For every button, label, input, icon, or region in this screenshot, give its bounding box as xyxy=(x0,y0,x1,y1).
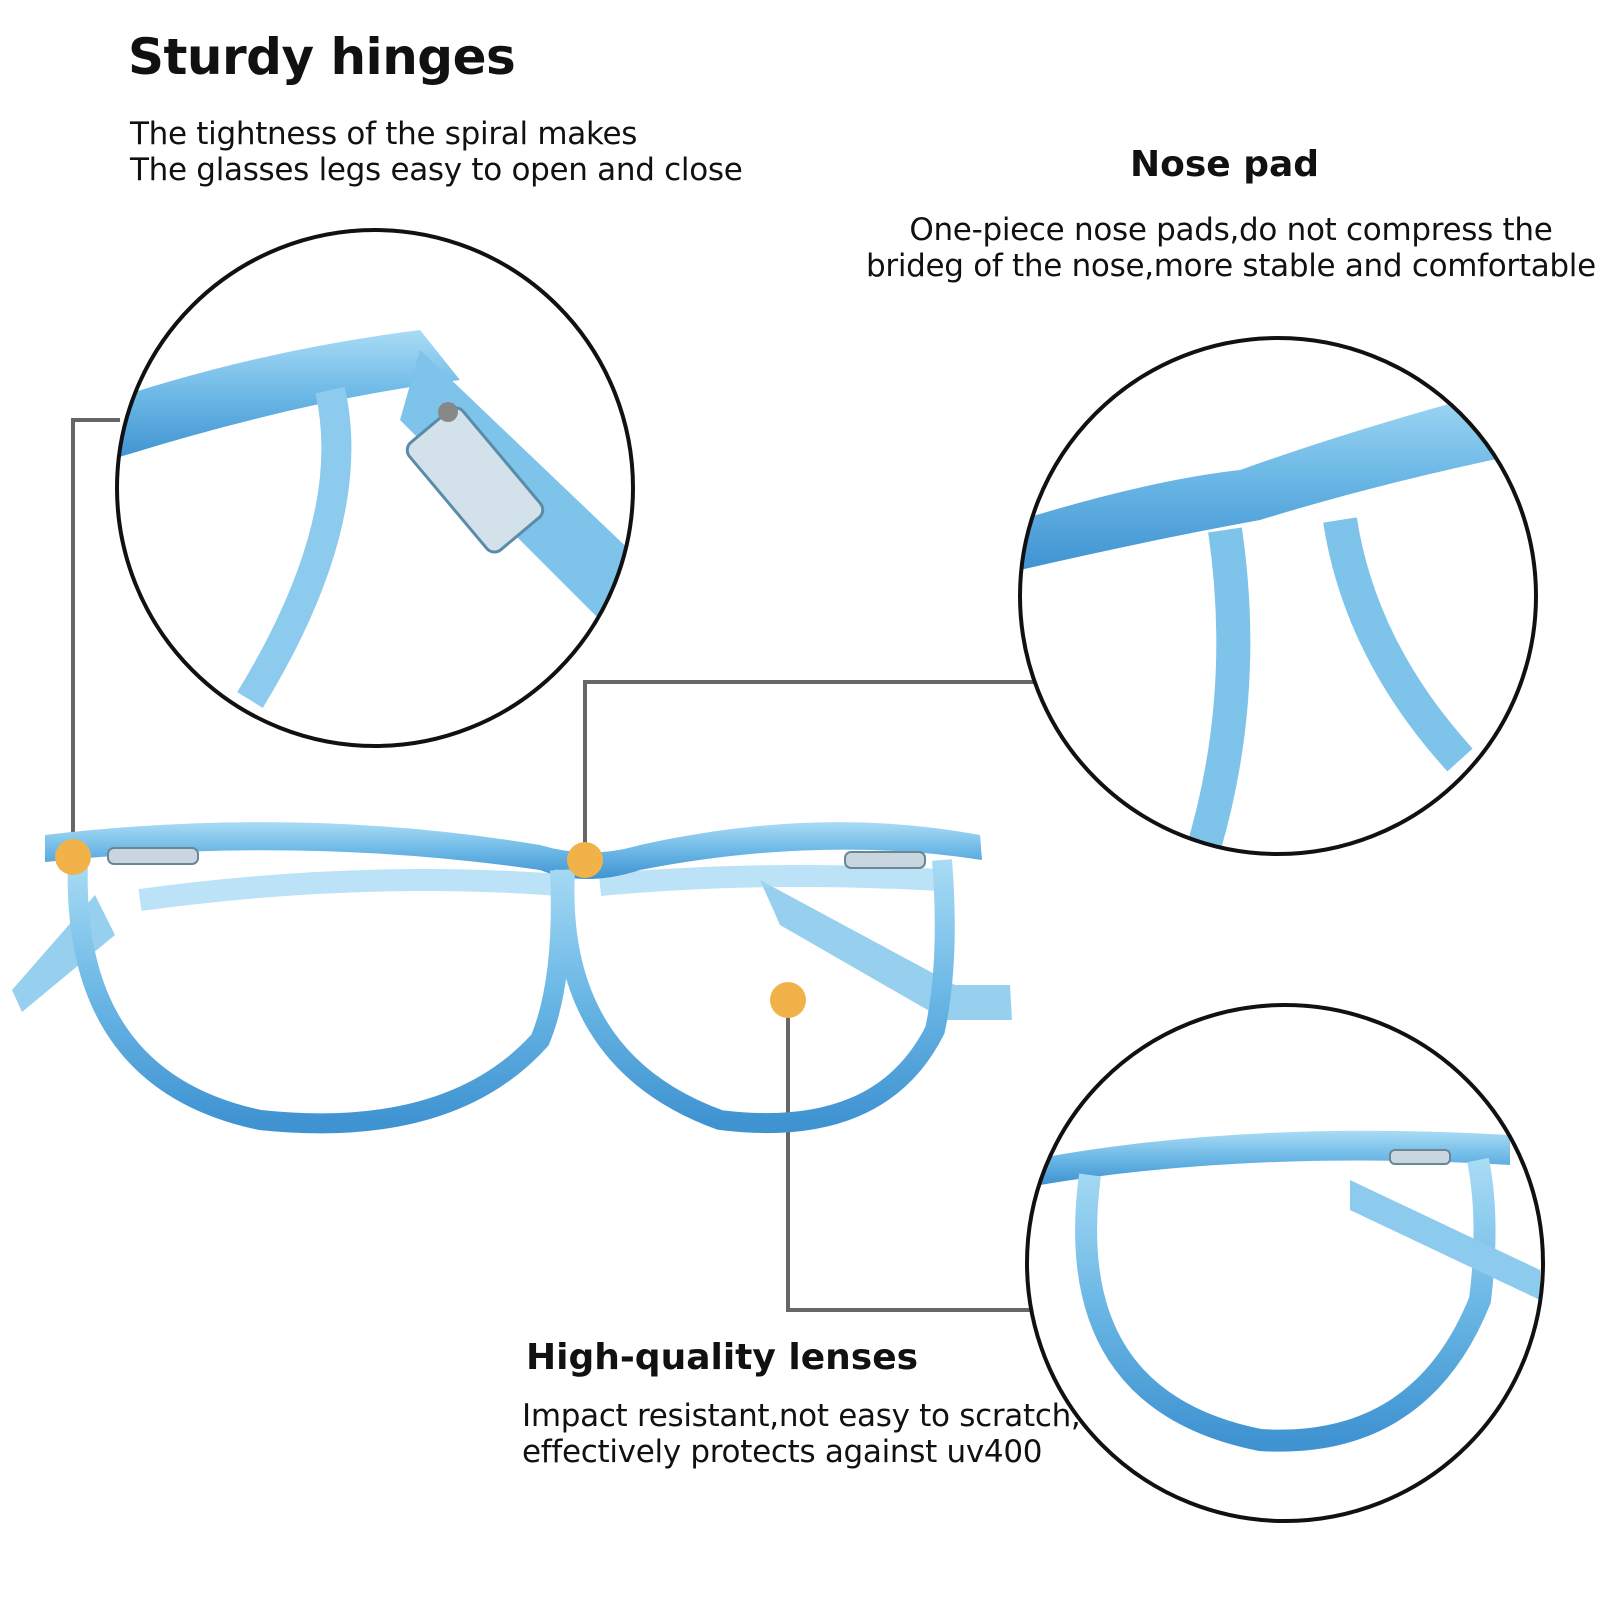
lens-zoom-circle xyxy=(1025,1003,1545,1523)
lens-marker xyxy=(770,982,806,1018)
nose-pad-zoom-circle xyxy=(1018,336,1538,856)
lenses-title: High-quality lenses xyxy=(526,1337,919,1378)
hinge-marker xyxy=(55,839,91,875)
lens-callout-line xyxy=(786,1005,1040,1312)
hinges-description: The tightness of the spiral makes The gl… xyxy=(130,116,743,188)
hinges-line-2: The glasses legs easy to open and close xyxy=(130,152,743,188)
nose-pad-title: Nose pad xyxy=(1130,144,1320,185)
nose-callout-line xyxy=(583,680,1046,860)
callout-lines xyxy=(71,418,1046,1312)
hinges-line-1: The tightness of the spiral makes xyxy=(130,116,638,152)
nose-marker xyxy=(567,842,603,878)
hinge-zoom-circle xyxy=(115,228,635,748)
nose-pad-line-2: brideg of the nose,more stable and comfo… xyxy=(866,248,1596,284)
glasses-image xyxy=(12,822,1012,1134)
hinges-title: Sturdy hinges xyxy=(128,28,516,86)
lenses-description: Impact resistant,not easy to scratch, ef… xyxy=(522,1398,1081,1470)
hinge-callout-line xyxy=(71,418,120,850)
lenses-line-1: Impact resistant,not easy to scratch, xyxy=(522,1398,1081,1434)
lenses-line-2: effectively protects against uv400 xyxy=(522,1434,1043,1470)
nose-pad-description: One-piece nose pads,do not compress the … xyxy=(866,212,1596,284)
nose-pad-line-1: One-piece nose pads,do not compress the xyxy=(909,212,1553,248)
